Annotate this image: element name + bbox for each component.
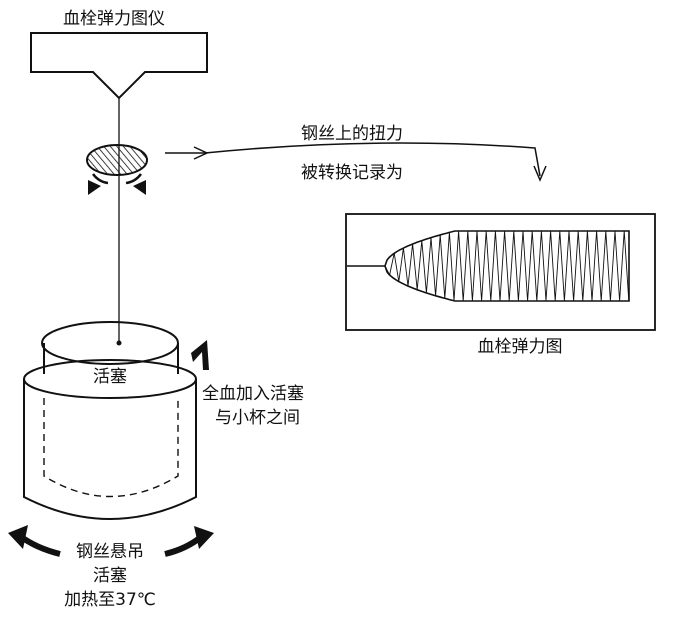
rotation-arrowhead-right-icon [133,180,146,195]
piston [41,321,179,374]
chart-caption: 血栓弹力图 [478,337,563,357]
rotation-arrows [92,173,142,185]
cup-rotation-arrowhead-right-icon [194,526,214,549]
cup-rotation-arrowhead-left-icon [8,525,28,549]
piston-label: 活塞 [93,367,127,387]
torsion-note-line2: 被转换记录为 [301,163,403,183]
blood-note-line2: 与小杯之间 [215,408,300,428]
cup-rotation-arrow-left [18,533,61,557]
cup [23,359,197,520]
teg-trace-oscillation [384,230,630,302]
cup-note-line2: 活塞 [93,566,127,586]
cup-note-line3: 加热至37℃ [64,590,156,610]
instrument-title: 血栓弹力图仪 [63,9,165,29]
blood-note-line1: 全血加入活塞 [202,384,304,404]
tracing-frame [345,213,656,331]
torsion-disk [86,144,148,176]
rotation-arrowhead-left-icon [88,180,101,195]
teg-trace-outline [384,230,630,302]
piston-hidden-edge [43,398,179,498]
cup-note-line1: 钢丝悬吊 [76,542,144,562]
cup-rotation-arrow-right [164,534,203,557]
torsion-note-line1: 钢丝上的扭力 [301,124,403,144]
wire-attachment-dot [116,340,122,346]
instrument-body [30,32,208,100]
signal-arrow [165,142,547,182]
blood-insert-arrow [191,340,209,370]
